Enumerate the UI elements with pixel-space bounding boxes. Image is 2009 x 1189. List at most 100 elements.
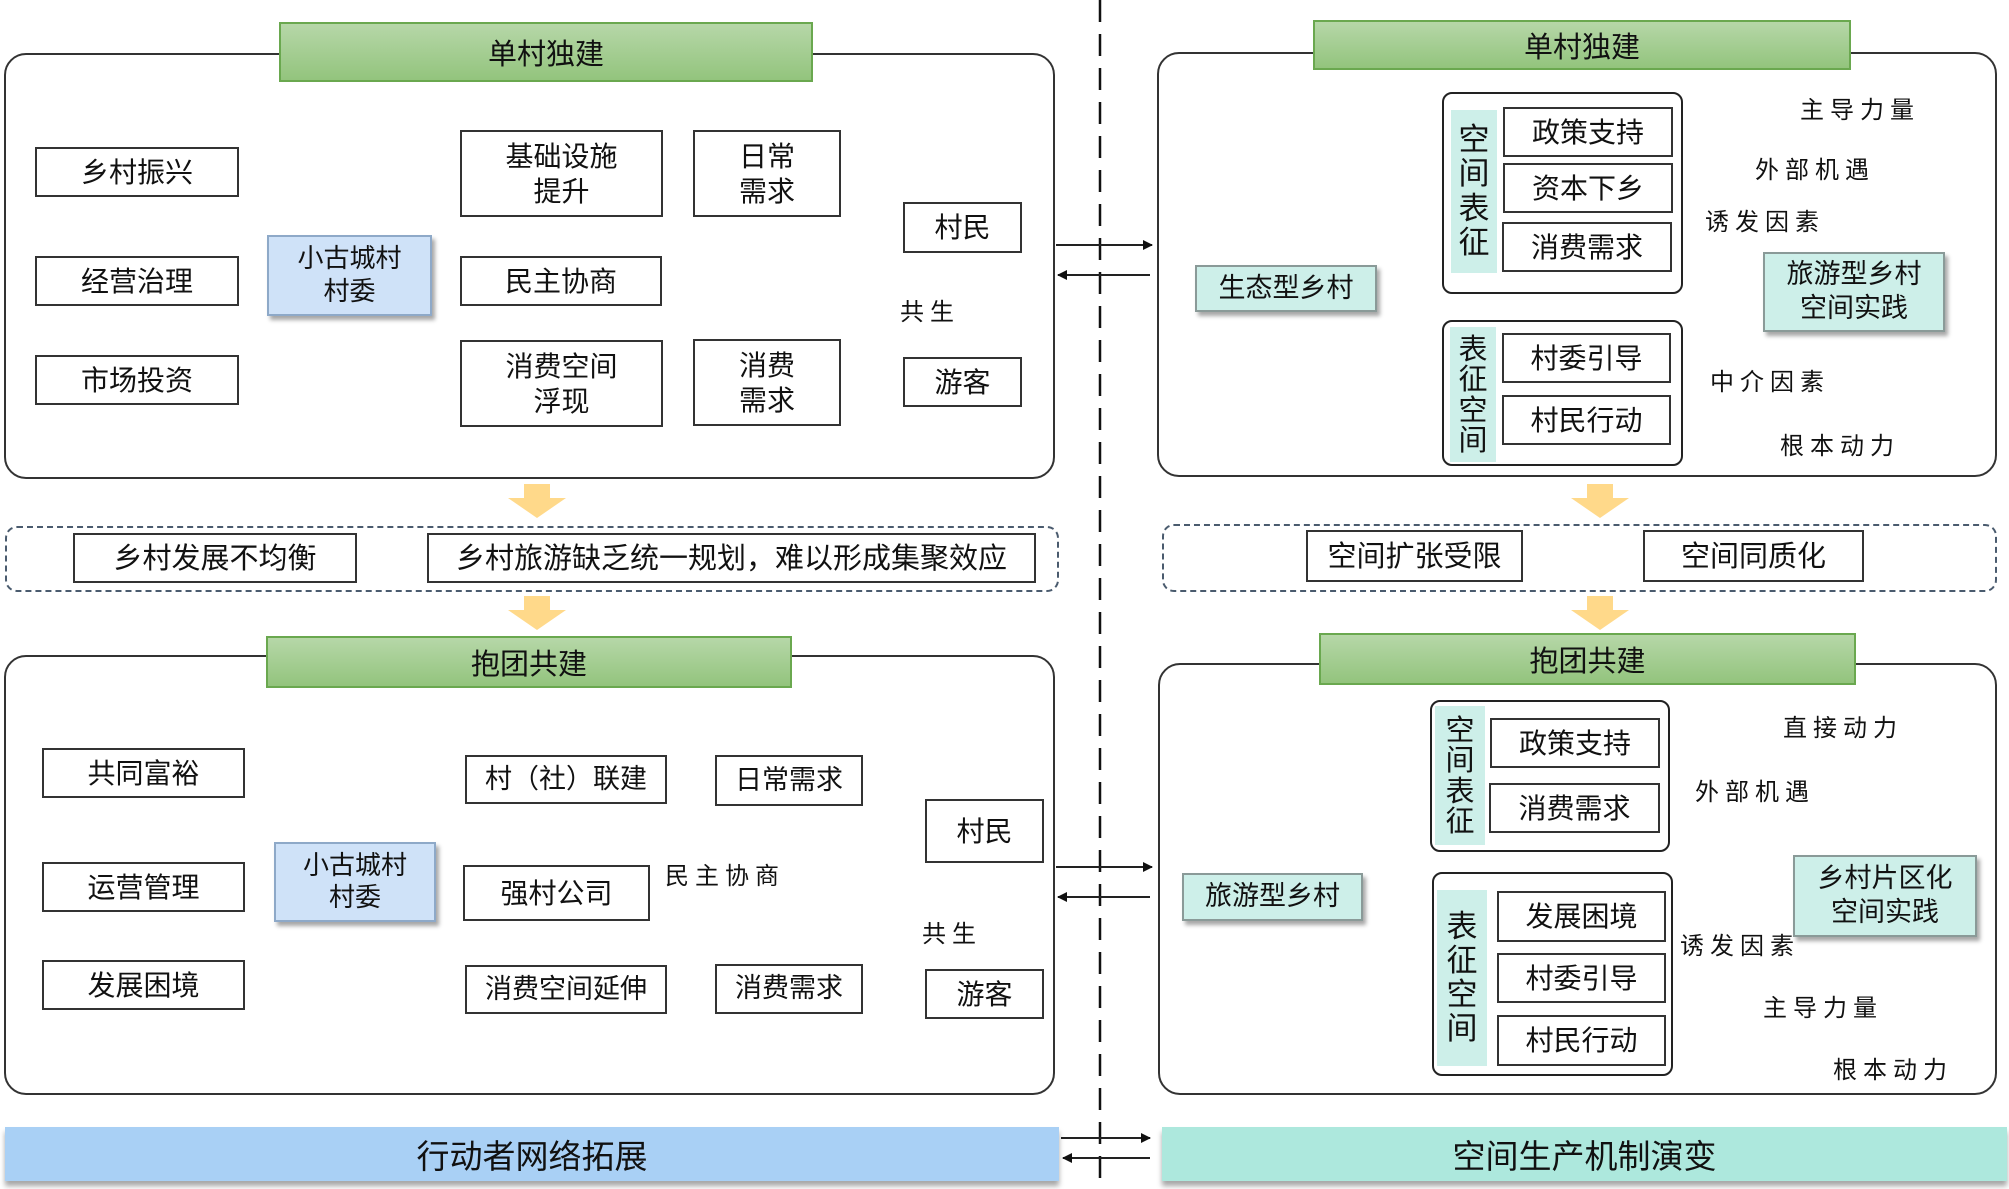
tl-action-negotiation-label: 民主协商: [504, 264, 617, 298]
bl-village-committee: 小古城村 村委: [274, 842, 436, 922]
bl-negotiation-label: 民主协商: [665, 862, 785, 890]
tr-group2-char: 征: [1458, 362, 1488, 397]
right-problems-container: [1162, 524, 1997, 592]
tr-target-line1: 旅游型乡村: [1786, 259, 1922, 291]
tl-need-daily: 日常 需求: [693, 130, 841, 217]
tl-village-committee: 小古城村 村委: [267, 235, 432, 316]
br-group1-label: 空 间 表 征: [1435, 706, 1485, 845]
br-label-fundamental: 根本动力: [1833, 1056, 1953, 1084]
br-label-external: 外部机遇: [1695, 778, 1815, 806]
left-top-title: 单村独建: [279, 22, 813, 82]
bl-action-joint-construction: 村（社）联建: [465, 755, 667, 804]
br-group1-char: 间: [1445, 743, 1475, 778]
tr-target-line2: 空间实践: [1800, 293, 1908, 324]
right-top-title: 单村独建: [1313, 20, 1851, 70]
br-source-tourism-village: 旅游型乡村: [1182, 873, 1363, 921]
bl-need-consumption: 消费需求: [715, 964, 863, 1014]
bl-committee-line1: 小古城村: [302, 850, 407, 881]
tr-group2-char: 表: [1458, 331, 1488, 366]
footer-space-production: 空间生产机制演变: [1162, 1127, 2007, 1181]
br-item-dilemma: 发展困境: [1497, 891, 1666, 942]
bl-actor-villagers: 村民: [925, 799, 1044, 863]
left-problem-imbalance: 乡村发展不均衡: [73, 533, 357, 583]
tr-group2-char: 空: [1458, 392, 1488, 427]
bl-actor-tourists: 游客: [925, 969, 1044, 1019]
tr-target-practice: 旅游型乡村 空间实践: [1763, 252, 1945, 332]
right-flow-arrow-2: [1571, 596, 1629, 630]
br-item-villager-action: 村民行动: [1497, 1015, 1666, 1066]
tl-symbiosis-label: 共生: [900, 298, 960, 326]
left-flow-arrow-1: [508, 484, 566, 518]
tl-action-space-line1: 消费空间: [505, 349, 618, 383]
left-problems-container: [5, 526, 1059, 592]
br-group1-char: 空: [1445, 712, 1475, 747]
br-group2-char: 表: [1446, 908, 1478, 945]
tl-need-consumption: 消费 需求: [693, 339, 841, 426]
br-item-committee-guidance: 村委引导: [1497, 953, 1666, 1003]
tl-action-infra-line1: 基础设施: [505, 139, 618, 173]
tl-driver-investment: 市场投资: [35, 355, 239, 405]
tr-label-external: 外部机遇: [1755, 156, 1875, 184]
bl-driver-dilemma: 发展困境: [42, 960, 245, 1010]
tl-action-space-line2: 浮现: [533, 384, 590, 418]
tl-action-infrastructure: 基础设施 提升: [460, 130, 663, 217]
right-bottom-title: 抱团共建: [1319, 633, 1856, 685]
tr-group2-char: 间: [1458, 422, 1488, 457]
tr-item-committee-guidance: 村委引导: [1502, 333, 1671, 383]
tr-group1-char: 征: [1458, 224, 1490, 261]
tr-item-policy: 政策支持: [1503, 107, 1673, 157]
footer-actor-network: 行动者网络拓展: [5, 1127, 1059, 1181]
tr-item-villager-action: 村民行动: [1502, 395, 1671, 445]
left-bottom-title: 抱团共建: [266, 636, 792, 688]
tr-item-demand: 消费需求: [1502, 222, 1672, 272]
tr-label-fundamental: 根本动力: [1780, 432, 1900, 460]
tl-need-consume-line2: 需求: [738, 383, 795, 417]
bl-committee-line2: 村委: [328, 883, 381, 913]
tr-label-intermediary: 中介因素: [1710, 368, 1830, 396]
tl-need-consume-line1: 消费: [738, 348, 795, 382]
tl-need-daily-line1: 日常: [738, 139, 795, 173]
br-label-trigger: 诱发因素: [1680, 932, 1800, 960]
tl-action-infra-line2: 提升: [533, 174, 590, 208]
tr-label-dominant: 主导力量: [1800, 96, 1920, 124]
br-group2-char: 空: [1446, 977, 1478, 1013]
tl-driver-rural-revitalization: 乡村振兴: [35, 147, 239, 197]
br-target-line1: 乡村片区化: [1817, 863, 1953, 895]
tl-actor-tourists: 游客: [903, 357, 1022, 407]
tl-committee-line2: 村委: [323, 276, 376, 307]
tl-actor-villagers: 村民: [903, 202, 1022, 253]
bl-driver-operation: 运营管理: [42, 862, 245, 912]
bl-symbiosis-label: 共生: [922, 920, 982, 948]
left-flow-arrow-2: [508, 596, 566, 630]
bl-driver-common-prosperity: 共同富裕: [42, 748, 245, 798]
tr-group1-char: 间: [1458, 156, 1490, 193]
tr-group1-char: 表: [1458, 190, 1490, 227]
bl-action-space-extension: 消费空间延伸: [465, 965, 667, 1014]
br-group2-char: 征: [1446, 942, 1478, 979]
br-group1-char: 征: [1445, 803, 1475, 838]
tr-group2-label: 表 征 空 间: [1450, 327, 1496, 462]
tl-committee-line1: 小古城村: [297, 244, 402, 274]
right-problem-homogenization: 空间同质化: [1643, 530, 1864, 582]
br-group1-char: 表: [1445, 773, 1475, 808]
tr-label-trigger: 诱发因素: [1705, 208, 1825, 236]
br-label-dominant: 主导力量: [1763, 994, 1883, 1022]
bl-action-village-company: 强村公司: [463, 865, 650, 921]
tl-action-consumption-space: 消费空间 浮现: [460, 340, 663, 427]
right-flow-arrow-1: [1571, 484, 1629, 518]
br-label-direct: 直接动力: [1783, 714, 1903, 742]
tr-source-eco-village: 生态型乡村: [1195, 265, 1377, 312]
br-target-practice: 乡村片区化 空间实践: [1793, 855, 1977, 937]
tl-driver-governance: 经营治理: [35, 256, 239, 306]
br-group2-char: 间: [1446, 1011, 1478, 1048]
br-group2-label: 表 征 空 间: [1437, 890, 1487, 1066]
tl-action-negotiation: 民主协商: [460, 256, 662, 306]
br-item-demand: 消费需求: [1489, 783, 1660, 833]
br-item-policy: 政策支持: [1490, 718, 1660, 768]
tr-item-capital: 资本下乡: [1503, 163, 1673, 213]
tr-group1-label: 空 间 表 征: [1451, 110, 1497, 273]
br-target-line2: 空间实践: [1831, 897, 1939, 928]
bl-need-daily: 日常需求: [715, 755, 863, 806]
left-problem-no-planning: 乡村旅游缺乏统一规划，难以形成集聚效应: [427, 533, 1036, 583]
tr-group1-char: 空: [1458, 122, 1490, 159]
